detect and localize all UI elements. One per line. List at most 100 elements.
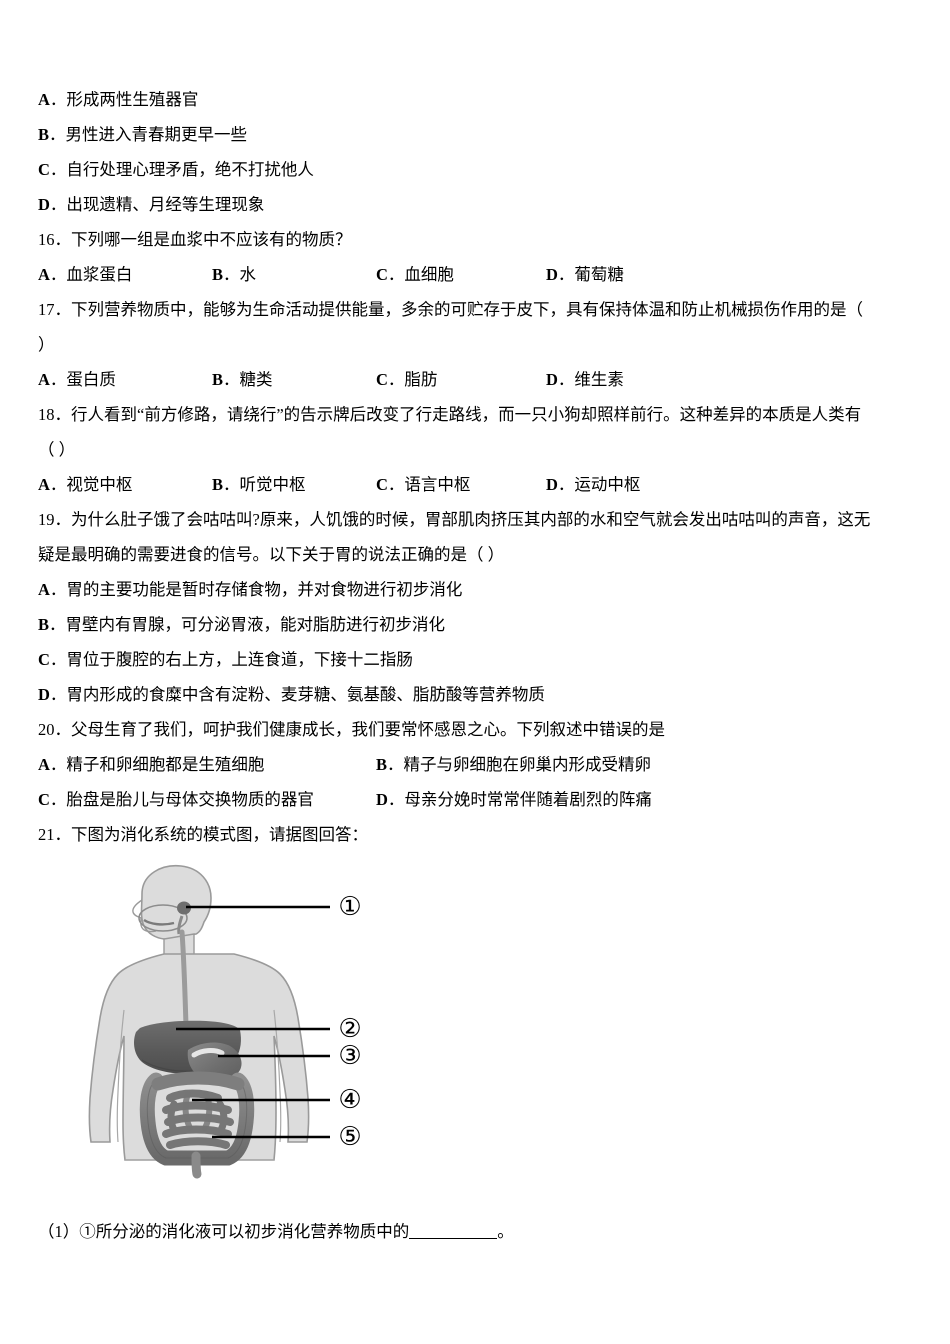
option-text: 脂肪 bbox=[404, 370, 438, 389]
question-17-options: A．蛋白质 B．糖类 C．脂肪 D．维生素 bbox=[38, 362, 916, 397]
option-row-15-c: C．自行处理心理矛盾，绝不打扰他人 bbox=[38, 152, 916, 187]
salivary-gland-shape bbox=[177, 901, 191, 915]
question-18-stem: 18．行人看到“前方修路，请绕行”的告示牌后改变了行走路线，而一只小狗却照样前行… bbox=[38, 405, 862, 424]
option-letter: A bbox=[38, 475, 50, 494]
figure-spacer bbox=[38, 852, 916, 860]
callout-label-2: ② bbox=[338, 1014, 361, 1044]
answer-blank[interactable] bbox=[409, 1223, 498, 1239]
question-19-stem-line2: 疑是最明确的需要进食的信号。以下关于胃的说法正确的是（ ） bbox=[38, 545, 505, 564]
question-18-options: A．视觉中枢 B．听觉中枢 C．语言中枢 D．运动中枢 bbox=[38, 467, 916, 502]
pharynx-shape bbox=[177, 915, 184, 935]
callout-label-4: ④ bbox=[338, 1085, 361, 1115]
option-letter: B bbox=[212, 265, 224, 284]
option-text: 水 bbox=[239, 265, 257, 284]
option-d: D．母亲分娩时常常伴随着剧烈的阵痛 bbox=[376, 790, 652, 809]
transverse-colon-shape bbox=[151, 1071, 245, 1091]
option-letter: A bbox=[38, 370, 50, 389]
option-a: A．蛋白质 bbox=[38, 370, 116, 389]
question-19-option-a: A．胃的主要功能是暂时存储食物，并对食物进行初步消化 bbox=[38, 580, 463, 599]
option-text: 胃内形成的食糜中含有淀粉、麦芽糖、氨基酸、脂肪酸等营养物质 bbox=[66, 685, 545, 704]
option-text: 葡萄糖 bbox=[574, 265, 624, 284]
rectum-shape bbox=[191, 1151, 202, 1179]
option-c: C．胎盘是胎儿与母体交换物质的器官 bbox=[38, 790, 314, 809]
question-20-stem: 20．父母生育了我们，呵护我们健康成长，我们要常怀感恩之心。下列叙述中错误的是 bbox=[38, 720, 665, 739]
callout-lines-group bbox=[176, 905, 330, 1139]
oral-cavity-outline bbox=[138, 904, 188, 932]
option-text: 运动中枢 bbox=[574, 475, 641, 494]
question-20-options-row1: A．精子和卵细胞都是生殖细胞 B．精子与卵细胞在卵巢内形成受精卵 bbox=[38, 747, 916, 782]
option-a: A．视觉中枢 bbox=[38, 475, 133, 494]
option-text: 胃的主要功能是暂时存储食物，并对食物进行初步消化 bbox=[66, 580, 463, 599]
esophagus-shape bbox=[179, 929, 189, 1029]
option-text: 精子与卵细胞在卵巢内形成受精卵 bbox=[403, 755, 652, 774]
option-text: 精子和卵细胞都是生殖细胞 bbox=[66, 755, 265, 774]
option-text: 男性进入青春期更早一些 bbox=[65, 125, 248, 144]
option-c: C．脂肪 bbox=[376, 370, 438, 389]
option-c: C．血细胞 bbox=[376, 265, 454, 284]
option-letter: C bbox=[376, 475, 388, 494]
option-letter: A bbox=[38, 580, 50, 599]
option-row-15-d: D．出现遗精、月经等生理现象 bbox=[38, 187, 916, 222]
callout-labels-group: ① ② ③ ④ ⑤ bbox=[338, 892, 361, 1152]
option-letter: A bbox=[38, 265, 50, 284]
question-20-options-row2: C．胎盘是胎儿与母体交换物质的器官 D．母亲分娩时常常伴随着剧烈的阵痛 bbox=[38, 782, 916, 817]
sub-question-suffix: 。 bbox=[497, 1222, 514, 1241]
callout-label-1: ① bbox=[338, 892, 361, 922]
option-text: 形成两性生殖器官 bbox=[66, 90, 199, 109]
question-19-option-c: C．胃位于腹腔的右上方，上连食道，下接十二指肠 bbox=[38, 650, 413, 669]
option-a: A．血浆蛋白 bbox=[38, 265, 133, 284]
option-a: A．精子和卵细胞都是生殖细胞 bbox=[38, 755, 265, 774]
option-letter: C bbox=[376, 370, 388, 389]
question-21-stem: 21．下图为消化系统的模式图，请据图回答： bbox=[38, 825, 368, 844]
option-letter: B bbox=[38, 615, 50, 634]
option-text: 母亲分娩时常常伴随着剧烈的阵痛 bbox=[404, 790, 652, 809]
option-text: 维生素 bbox=[574, 370, 624, 389]
question-17-stem: 17．下列营养物质中，能够为生命活动提供能量，多余的可贮存于皮下，具有保持体温和… bbox=[38, 300, 863, 319]
small-intestine-group bbox=[162, 1089, 234, 1149]
digestive-system-figure: ① ② ③ ④ ⑤ bbox=[78, 860, 418, 1200]
option-text: 胎盘是胎儿与母体交换物质的器官 bbox=[66, 790, 314, 809]
right-arm-line bbox=[273, 1009, 282, 1143]
option-text: 胃位于腹腔的右上方，上连食道，下接十二指肠 bbox=[66, 650, 413, 669]
option-b: B．糖类 bbox=[212, 370, 273, 389]
oral-cavity-group bbox=[138, 901, 191, 935]
option-letter: C bbox=[376, 265, 388, 284]
option-row-15-b: B．男性进入青春期更早一些 bbox=[38, 117, 916, 152]
option-text: 糖类 bbox=[239, 370, 273, 389]
option-b: B．精子与卵细胞在卵巢内形成受精卵 bbox=[376, 755, 652, 774]
option-b: B．水 bbox=[212, 265, 257, 284]
question-19-option-b: B．胃壁内有胃腺，可分泌胃液，能对脂肪进行初步消化 bbox=[38, 615, 446, 634]
option-text: 胃壁内有胃腺，可分泌胃液，能对脂肪进行初步消化 bbox=[65, 615, 446, 634]
option-letter: D bbox=[546, 475, 558, 494]
option-letter: D bbox=[546, 370, 558, 389]
option-text: 语言中枢 bbox=[404, 475, 471, 494]
option-text: 视觉中枢 bbox=[66, 475, 133, 494]
option-c: C．语言中枢 bbox=[376, 475, 471, 494]
stomach-highlight bbox=[191, 1048, 225, 1058]
option-letter: A bbox=[38, 90, 50, 109]
option-d: D．葡萄糖 bbox=[546, 265, 624, 284]
option-sep: ． bbox=[49, 125, 66, 144]
option-letter: B bbox=[38, 125, 50, 144]
option-letter: D bbox=[38, 195, 50, 214]
option-letter: C bbox=[38, 650, 50, 669]
option-d: D．运动中枢 bbox=[546, 475, 641, 494]
question-19-stem: 19．为什么肚子饿了会咕咕叫?原来，人饥饿的时候，胃部肌肉挤压其内部的水和空气就… bbox=[38, 510, 871, 529]
option-text: 血浆蛋白 bbox=[66, 265, 133, 284]
option-letter: D bbox=[546, 265, 558, 284]
question-18-stem-line2: （ ） bbox=[38, 440, 76, 459]
option-letter: A bbox=[38, 755, 50, 774]
face-profile bbox=[132, 899, 157, 933]
option-text: 血细胞 bbox=[404, 265, 454, 284]
option-sep: ． bbox=[49, 195, 67, 214]
option-d: D．维生素 bbox=[546, 370, 624, 389]
option-row-15-a: A．形成两性生殖器官 bbox=[38, 82, 916, 117]
head-shape bbox=[140, 865, 212, 941]
option-sep: ． bbox=[49, 160, 67, 179]
option-b: B．听觉中枢 bbox=[212, 475, 306, 494]
callout-label-5: ⑤ bbox=[338, 1122, 361, 1152]
liver-lobe-line bbox=[141, 1059, 193, 1072]
question-17-stem-line2: ） bbox=[38, 335, 55, 354]
option-text: 出现遗精、月经等生理现象 bbox=[66, 195, 265, 214]
